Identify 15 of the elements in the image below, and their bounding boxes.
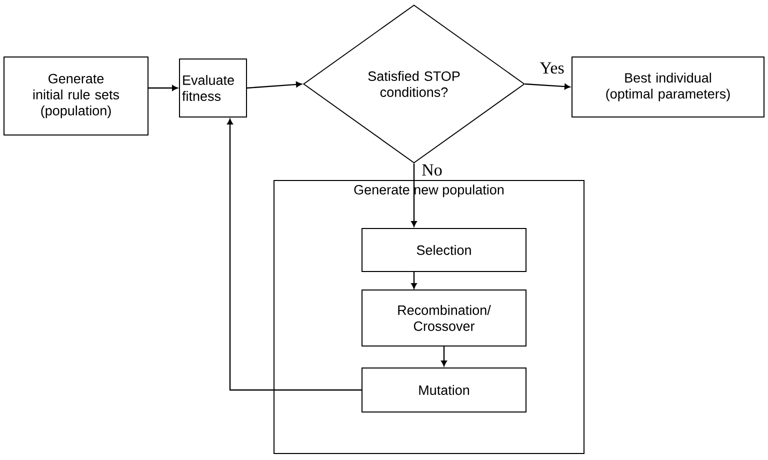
arrow	[148, 85, 178, 91]
arrow	[246, 82, 302, 89]
arrow	[524, 83, 570, 90]
arrow	[411, 272, 417, 289]
process-box: Evaluate fitness	[179, 58, 247, 118]
edge-label: No	[420, 163, 444, 177]
process-box: Recombination/ Crossover	[362, 290, 526, 346]
arrow	[441, 346, 447, 366]
arrow	[227, 118, 362, 391]
arrow	[411, 164, 417, 227]
process-box: Generate initial rule sets (population)	[4, 56, 148, 136]
edge-label: Yes	[538, 61, 566, 75]
process-box: Mutation	[362, 368, 526, 412]
process-box: Selection	[362, 228, 526, 272]
result-box: Best individual (optimal parameters)	[572, 56, 764, 118]
